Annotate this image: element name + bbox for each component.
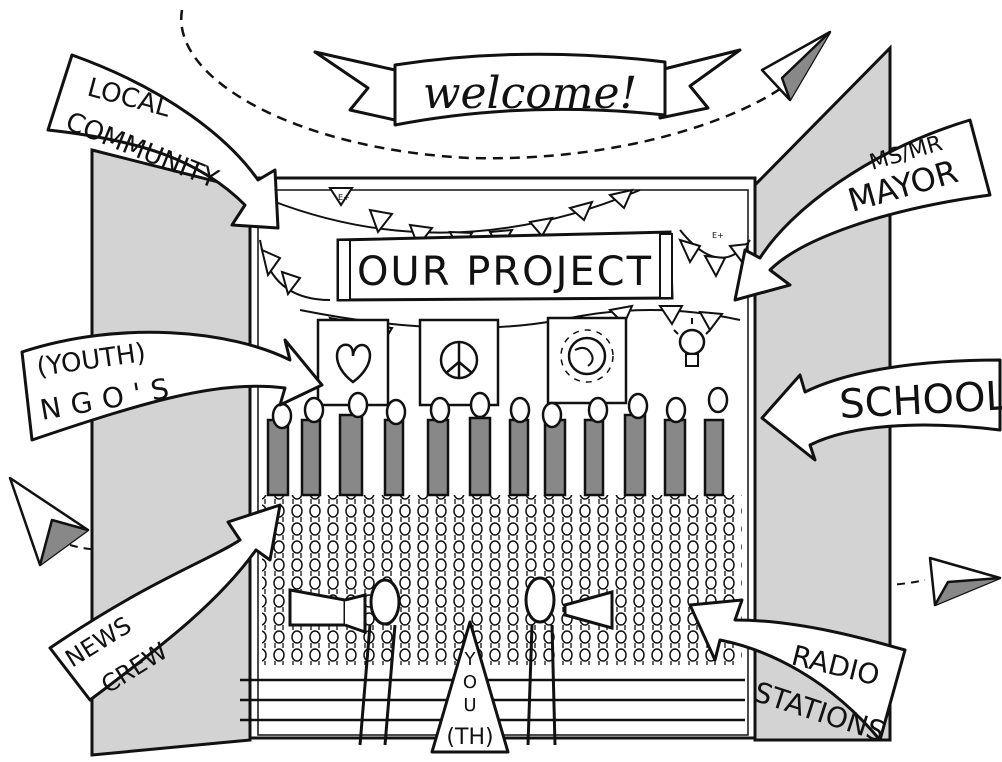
- stage-performers: [266, 386, 729, 497]
- poster-globe: [546, 316, 628, 405]
- arrow-label-line: (TH): [446, 725, 493, 750]
- flag-badge: E+: [712, 231, 724, 240]
- arrow-label-letter: U: [463, 695, 476, 716]
- dashed-path-top: [180, 9, 791, 160]
- arrow-label: SCHOOLS: [838, 372, 1002, 428]
- arrow-schools: SCHOOLS: [760, 358, 1002, 462]
- poster-heart: [316, 318, 390, 407]
- poster-peace: [418, 318, 500, 407]
- audience-crowd: [262, 495, 742, 665]
- arrow-label-letter: Y: [464, 649, 477, 670]
- arrow-label-letter: O: [463, 672, 477, 693]
- project-sign: OUR PROJECT: [336, 230, 674, 302]
- youth-with-megaphone: [524, 576, 614, 746]
- welcome-banner: welcome!: [313, 48, 742, 127]
- arrow-youth: Y O U (TH): [430, 620, 510, 754]
- youth-with-megaphone: [288, 578, 401, 746]
- flag-badge: E+: [338, 193, 350, 202]
- paper-plane-icon: [760, 30, 832, 102]
- paper-plane-icon: [8, 476, 90, 567]
- welcome-text: welcome!: [423, 68, 637, 119]
- paper-plane-icon: [928, 556, 1002, 607]
- project-title: OUR PROJECT: [357, 249, 653, 295]
- poster-lightbulb: [673, 318, 711, 367]
